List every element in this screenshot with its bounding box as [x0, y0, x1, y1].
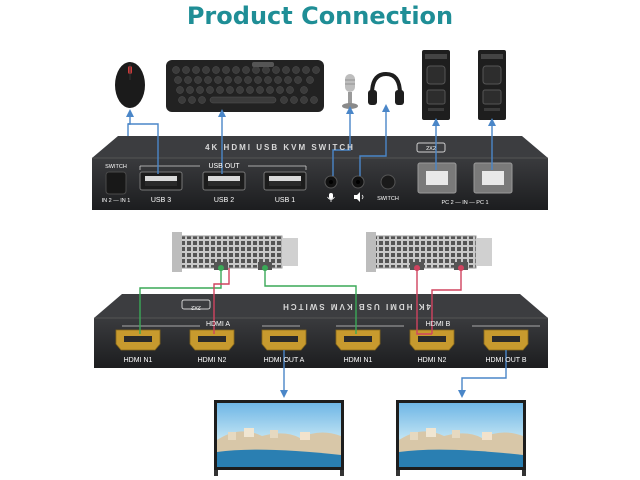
- bottom-switch-badge: 2X2: [191, 304, 201, 310]
- mouse-icon: [115, 62, 145, 108]
- usb-out-label: USB OUT: [208, 163, 240, 170]
- monitor-b: [396, 400, 526, 476]
- top-usb-cables: [127, 106, 493, 176]
- usb-port-label-2: USB 2: [214, 197, 234, 204]
- top-switch-name: 4K HDMI USB KVM SWITCH: [205, 143, 355, 152]
- hdmi-port-label: HDMI OUT B: [485, 357, 526, 364]
- hdmi-port-label: HDMI N2: [418, 357, 447, 364]
- top-kvm-switch: [92, 136, 548, 210]
- cable-connectors: [218, 265, 464, 271]
- top-switch-switch-label: SWITCH: [105, 164, 127, 170]
- green-cable-left-a: [139, 268, 222, 334]
- speaker-icon: [354, 192, 364, 202]
- monitor-a: [214, 400, 344, 476]
- output-b-cable: [461, 350, 507, 394]
- mic-cable: [332, 108, 351, 176]
- top-switch-in-label: IN 2 — IN 1: [102, 198, 131, 204]
- pc-tower-2-icon: [422, 50, 450, 120]
- hdmi-port-label: HDMI N1: [124, 357, 153, 364]
- hdmi-port-label: HDMI N2: [198, 357, 227, 364]
- green-cable-left-b: [264, 268, 357, 334]
- headphones-icon: [368, 71, 404, 105]
- page-title: Product Connection: [186, 2, 454, 30]
- mouse-cable-link: [128, 123, 159, 174]
- red-cable-right-b: [431, 268, 462, 334]
- graphics-card-left: [172, 232, 298, 272]
- red-cable-right-a: [416, 268, 432, 335]
- pc-tower-1-icon: [478, 50, 506, 120]
- hdmi-output-cables: [283, 350, 507, 394]
- bottom-kvm-switch: [94, 294, 548, 368]
- usb-port-label-3: USB 3: [151, 197, 171, 204]
- top-switch-badge: 2X2: [426, 146, 436, 152]
- keyboard-icon: [166, 60, 324, 112]
- microphone-stand-icon: [342, 74, 358, 109]
- headphone-cable: [359, 106, 387, 176]
- hdmi-port-label: HDMI OUT A: [264, 357, 305, 364]
- switch-button-label: SWITCH: [377, 196, 399, 202]
- graphics-card-right: [366, 232, 492, 272]
- red-cable-left: [213, 268, 230, 334]
- usb-port-label-1: USB 1: [275, 197, 295, 204]
- microphone-icon: [327, 193, 335, 202]
- bottom-switch-name: 4K HDMI USB KVM SWITCH: [281, 302, 431, 311]
- cable-arrow-heads: [126, 104, 496, 126]
- pc-input-label: PC 2 — IN — PC 1: [441, 200, 488, 206]
- hdmi-port-label: HDMI N1: [344, 357, 373, 364]
- hdmi-group-a-label: HDMI A: [206, 321, 230, 328]
- hdmi-input-cables: [139, 268, 462, 335]
- hdmi-group-b-label: HDMI B: [426, 321, 451, 328]
